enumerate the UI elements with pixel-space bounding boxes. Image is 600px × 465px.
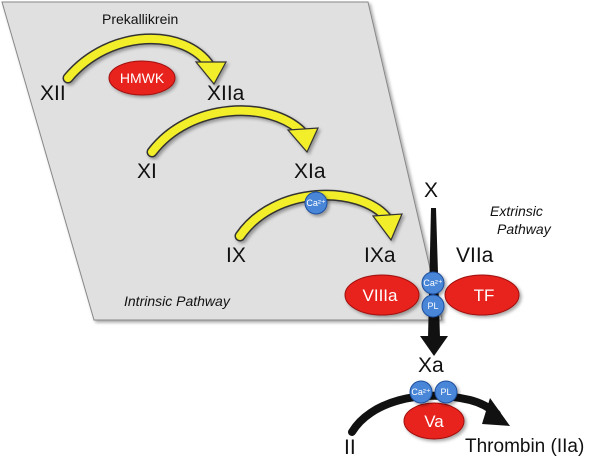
pl-circle-tenase [421, 294, 445, 318]
extrinsic-pathway-label-line1: Extrinsic [490, 203, 543, 219]
factor-xi-label: XI [137, 160, 157, 183]
factor-xa-label: Xa [418, 354, 444, 377]
hmwk-label: HMWK [120, 70, 165, 86]
xi-to-xia-arrow [146, 105, 319, 158]
factor-x-label: X [424, 179, 438, 202]
ca-label-tenase: Ca²⁺ [423, 278, 443, 288]
factor-ix-label: IX [226, 244, 246, 267]
tf-label: TF [474, 286, 495, 305]
intrinsic-pathway-label: Intrinsic Pathway [124, 293, 231, 309]
thrombin-label: Thrombin (IIa) [465, 436, 584, 457]
ca-label-prothrombinase: Ca²⁺ [411, 387, 431, 397]
pl-circle-prothrombinase [434, 380, 458, 404]
factor-ixa-label: IXa [364, 244, 396, 267]
factor-ii-label: II [344, 436, 356, 459]
va-label: Va [424, 412, 444, 431]
factor-xiia-label: XIIa [207, 82, 245, 105]
factor-viia-label: VIIa [456, 244, 494, 267]
prekallikrein-label: Prekallikrein [102, 11, 178, 27]
pl-label-prothrombinase: PL [440, 387, 451, 397]
viiia-oval [344, 274, 420, 316]
ii-to-thrombin-arrow [348, 391, 510, 436]
ca-circle-prothrombinase [409, 380, 433, 404]
ca-circle-xia [304, 191, 328, 215]
ca-label-xia: Ca²⁺ [306, 198, 326, 208]
ca-circle-tenase [421, 271, 445, 295]
extrinsic-pathway-label-line2: Pathway [497, 221, 552, 237]
tf-oval [444, 274, 520, 316]
xii-to-xiia-arrow [62, 33, 228, 86]
intrinsic-pathway-panel [1, 1, 443, 321]
hmwk-oval [108, 60, 176, 96]
viiia-label: VIIIa [363, 286, 399, 305]
pl-label-tenase: PL [427, 301, 438, 311]
factor-xia-label: XIa [294, 160, 326, 183]
va-oval [403, 402, 465, 440]
factor-xii-label: XII [40, 82, 66, 105]
